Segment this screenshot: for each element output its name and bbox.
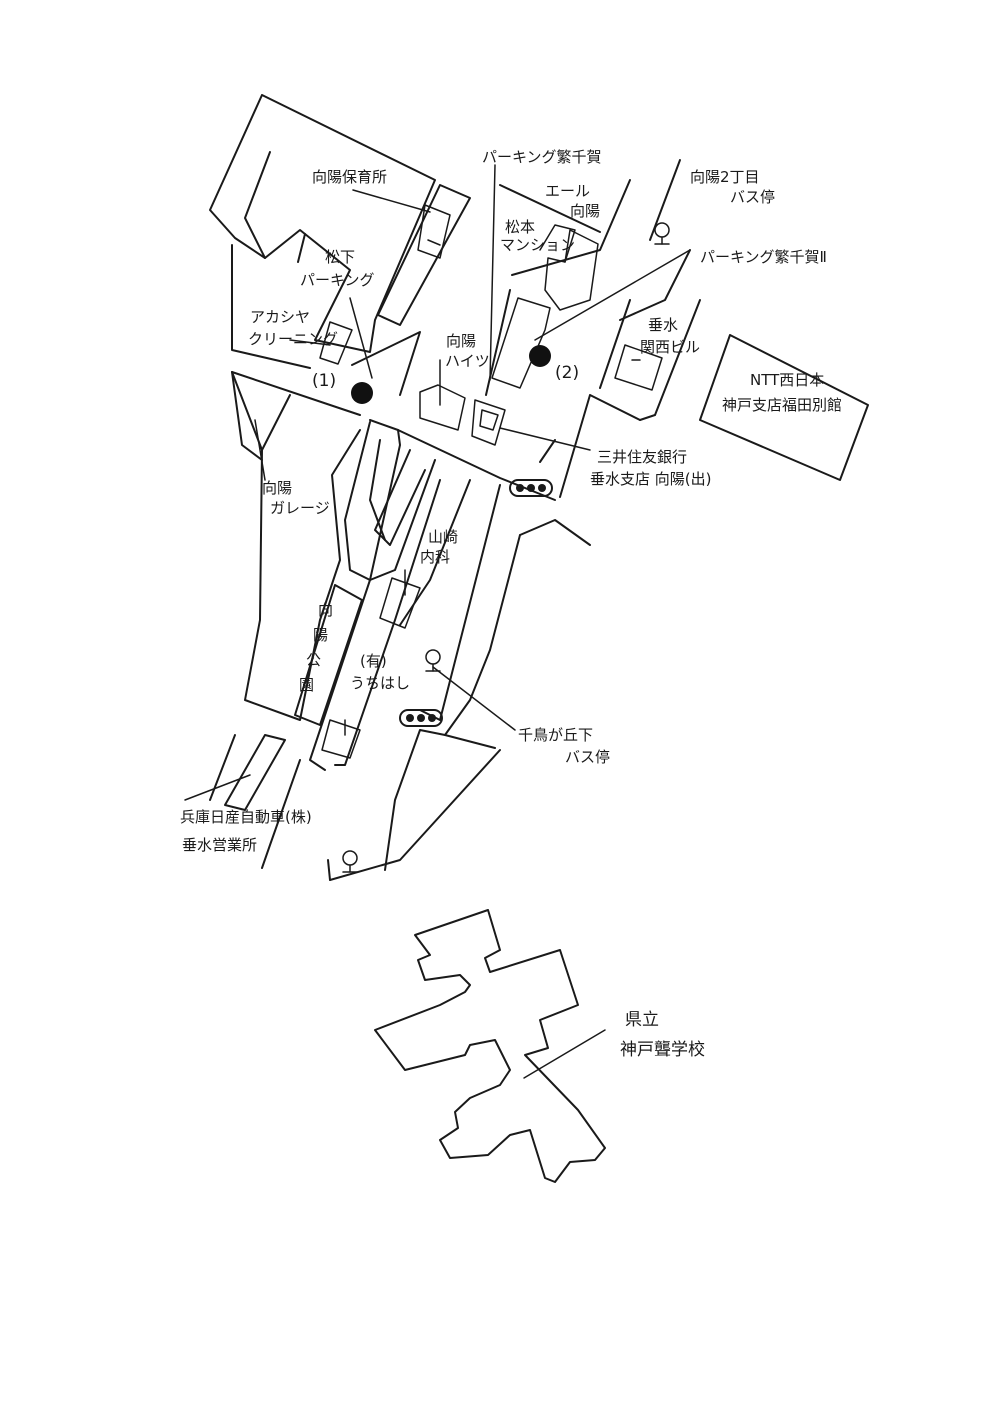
akashiya-cleaning-building xyxy=(319,321,353,365)
label-yell: エール xyxy=(545,182,590,200)
label-akashiya-cleaning: クリーニング xyxy=(248,330,338,348)
label-garage-2: ガレージ xyxy=(270,499,330,517)
label-ntt: NTT西日本 xyxy=(750,371,824,389)
yamasaki-building xyxy=(379,577,421,629)
label-bank: 三井住友銀行 xyxy=(597,448,687,466)
map-labels: 向陽保育所 松下 パーキング アカシヤ クリーニング (1) (2) パーキング… xyxy=(180,148,842,1060)
label-marker-2: (2) xyxy=(555,363,579,383)
bus-stop-icon xyxy=(425,649,441,672)
parking-spot-marker xyxy=(351,382,373,404)
label-yell-koyo: 向陽 xyxy=(570,202,600,220)
label-bus-stop-2chome-2: バス停 xyxy=(730,188,775,206)
label-akashiya: アカシヤ xyxy=(250,308,310,326)
koyo-heights-building xyxy=(419,384,466,431)
kansai-building xyxy=(614,344,663,391)
label-park-char-1: 向 xyxy=(318,601,333,619)
bus-stop-icon xyxy=(654,222,670,245)
label-ntt-branch: 神戸支店福田別館 xyxy=(722,396,842,414)
label-bus-stop-2chome: 向陽2丁目 xyxy=(690,168,760,186)
label-uchihashi-2: うちはし xyxy=(350,674,410,692)
traffic-signal-icon xyxy=(509,479,553,497)
label-marker-1: (1) xyxy=(312,371,336,391)
label-garage: 向陽 xyxy=(262,479,292,497)
label-matsumoto-mansion: マンション xyxy=(500,236,575,254)
parking-spot-marker xyxy=(529,345,551,367)
label-park-char-3: 公 xyxy=(306,651,321,669)
nursery-building xyxy=(417,204,451,259)
leader-lines xyxy=(184,164,691,1079)
label-school: 県立 xyxy=(625,1010,659,1030)
label-chidori-bus: バス停 xyxy=(565,748,610,766)
yell-koyo-building xyxy=(539,224,576,263)
label-nissan: 兵庫日産自動車(株) xyxy=(180,808,312,826)
label-parking-chiga-2: パーキング繁千賀Ⅱ xyxy=(700,248,827,266)
label-matsushita: 松下 xyxy=(325,248,355,266)
label-parking-chiga: パーキング繁千賀 xyxy=(482,148,602,166)
label-park-char-4: 園 xyxy=(299,676,314,694)
label-matsushita-parking: パーキング xyxy=(300,271,375,289)
label-bank-branch: 垂水支店 向陽(出) xyxy=(590,470,711,488)
label-matsumoto: 松本 xyxy=(505,218,535,236)
uchihashi-building xyxy=(321,719,361,759)
bus-stop-icon xyxy=(342,850,358,873)
label-yamasaki: 山崎 xyxy=(428,528,458,546)
label-school-name: 神戸聾学校 xyxy=(620,1040,705,1060)
label-kansai: 垂水 xyxy=(648,316,678,334)
matsumoto-mansion-building xyxy=(544,229,599,311)
traffic-signal-icon xyxy=(399,709,443,727)
label-chidori: 千鳥が丘下 xyxy=(518,726,593,744)
ntt-building xyxy=(699,334,869,481)
label-yamasaki-naika: 内科 xyxy=(420,548,450,566)
label-koyo-heights: 向陽 xyxy=(446,332,476,350)
label-uchihashi: (有) xyxy=(360,652,387,670)
label-park-char-2: 陽 xyxy=(313,626,328,644)
bank-building xyxy=(471,399,506,446)
label-koyo-heights-2: ハイツ xyxy=(445,352,490,370)
parking-chiga-lot xyxy=(491,297,551,389)
label-kansai-building: 関西ビル xyxy=(640,338,700,356)
label-nursery: 向陽保育所 xyxy=(312,168,387,186)
label-nissan-branch: 垂水営業所 xyxy=(182,836,257,854)
school-building xyxy=(374,909,606,1183)
